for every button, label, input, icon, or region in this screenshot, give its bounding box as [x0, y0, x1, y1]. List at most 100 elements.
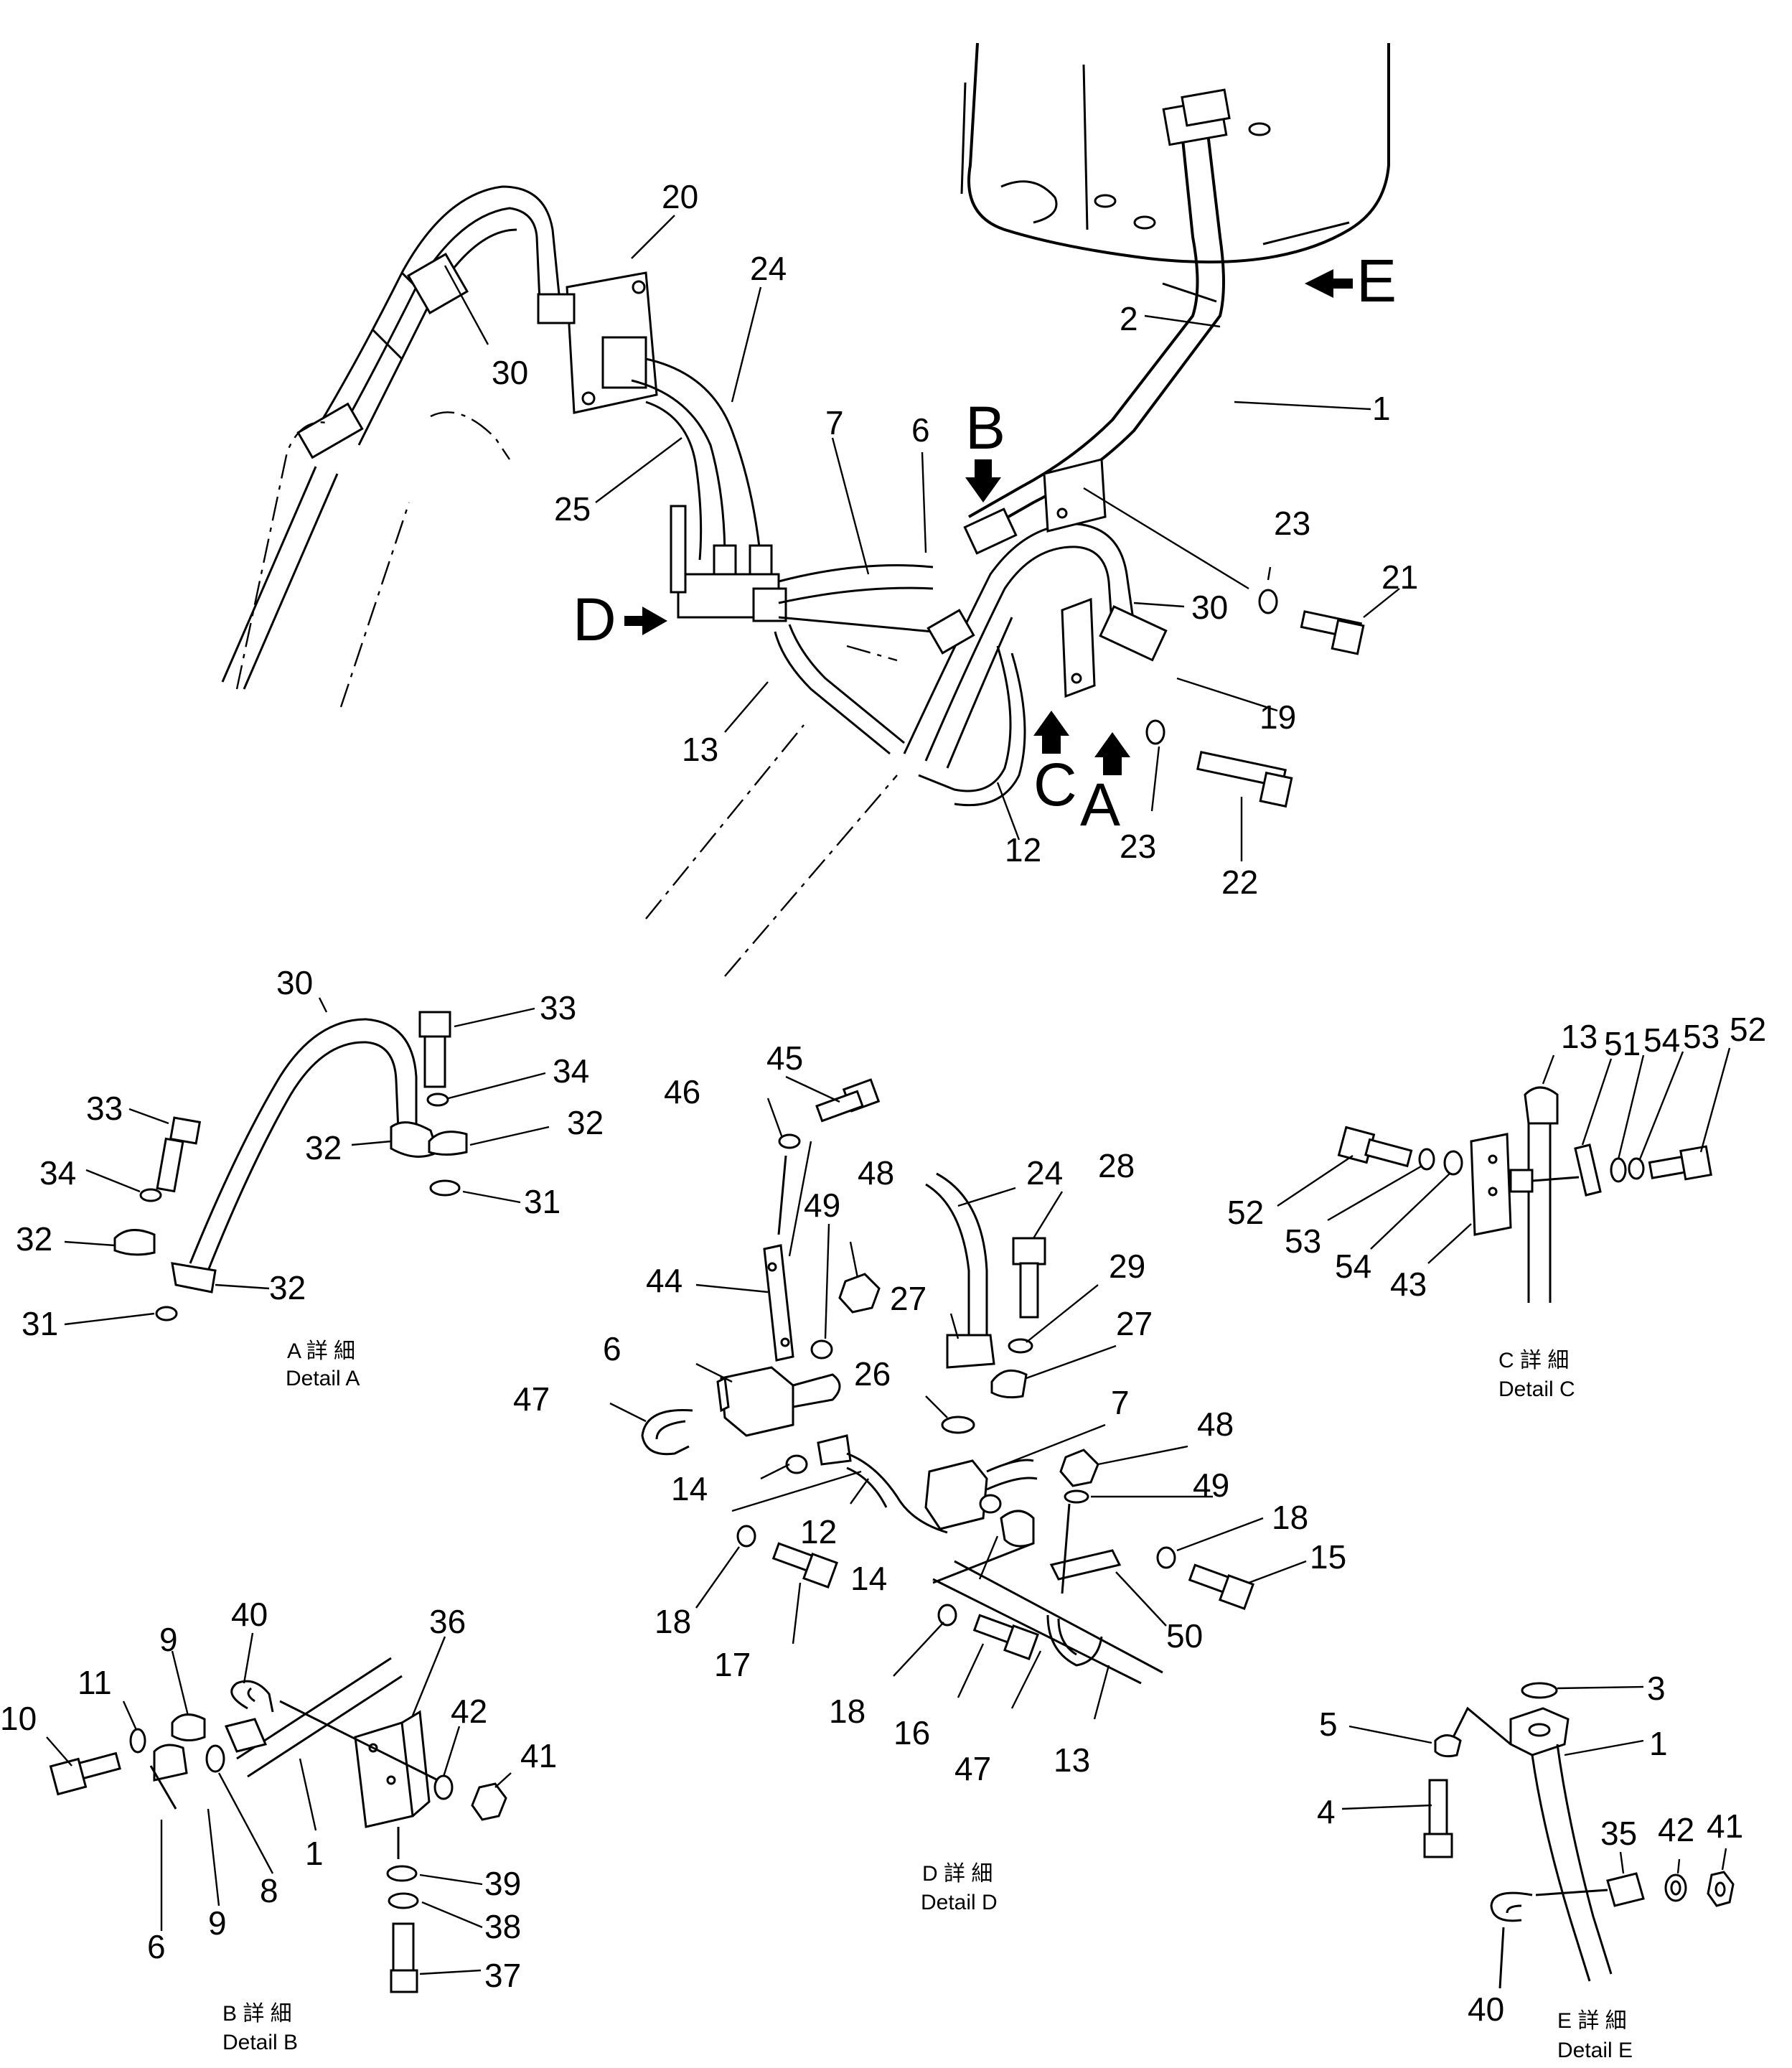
part-number-13: 13 — [682, 731, 718, 768]
detail-b-number-11: 11 — [78, 1664, 112, 1701]
detail-d-number-24: 24 — [1026, 1154, 1063, 1192]
detail-a-number-31-left: 31 — [22, 1305, 58, 1342]
detail-b-number-40: 40 — [231, 1596, 268, 1633]
part-number-1: 1 — [1372, 390, 1391, 427]
part-number-25: 25 — [554, 490, 591, 528]
detail-a-number-32-left: 32 — [16, 1220, 52, 1258]
frame-outlines — [221, 411, 898, 977]
part-number-6: 6 — [911, 411, 930, 449]
detail-c-caption-jp: C 詳 細 — [1498, 1349, 1569, 1372]
part-number-23-top: 23 — [1274, 505, 1310, 542]
part-number-2: 2 — [1120, 300, 1138, 337]
detail-a-number-32-bottom: 32 — [269, 1269, 306, 1306]
detail-a: 30 33 34 32 32 31 33 34 32 32 31 A 詳 細 D… — [16, 964, 604, 1390]
detail-a-caption-en: Detail A — [286, 1367, 360, 1390]
detail-d-number-6: 6 — [603, 1330, 621, 1367]
detail-e-number-35: 35 — [1600, 1815, 1637, 1852]
bracket-19 — [963, 458, 1107, 698]
detail-b-caption-en: Detail B — [222, 2031, 298, 2054]
detail-a-number-33-top: 33 — [540, 989, 576, 1026]
detail-b-number-9-top: 9 — [159, 1621, 178, 1658]
view-letter-c: C — [1033, 751, 1077, 818]
detail-a-number-30: 30 — [276, 964, 313, 1001]
main-leaders — [444, 215, 1400, 861]
detail-c: 13 51 54 53 52 52 53 54 43 C 詳 細 Detail … — [1227, 1011, 1766, 1401]
view-arrow-b: B — [965, 394, 1005, 502]
detail-e-number-4: 4 — [1317, 1793, 1336, 1830]
detail-d-number-27-right: 27 — [1116, 1305, 1153, 1342]
detail-d-number-45: 45 — [766, 1039, 803, 1077]
hydraulic-tank — [960, 42, 1390, 263]
part-number-12: 12 — [1005, 831, 1041, 869]
view-letter-b: B — [965, 394, 1005, 462]
detail-d-number-47-top: 47 — [513, 1380, 550, 1418]
detail-b-number-8: 8 — [260, 1872, 278, 1909]
detail-a-caption-jp: A 詳 細 — [287, 1339, 355, 1363]
detail-d-caption-en: Detail D — [921, 1891, 998, 1914]
detail-c-number-43: 43 — [1390, 1265, 1427, 1303]
view-arrow-d: D — [573, 586, 667, 653]
detail-d-number-44: 44 — [646, 1262, 682, 1299]
detail-c-number-52-left: 52 — [1227, 1194, 1264, 1231]
detail-a-number-34-right: 34 — [553, 1052, 589, 1090]
detail-d-number-26: 26 — [854, 1355, 891, 1393]
detail-b-number-38: 38 — [484, 1908, 521, 1945]
view-arrow-e: E — [1305, 247, 1397, 314]
detail-e-number-42: 42 — [1658, 1811, 1694, 1848]
detail-b-number-41: 41 — [520, 1737, 557, 1774]
part-number-30-right: 30 — [1191, 589, 1228, 626]
detail-c-number-52-top: 52 — [1730, 1011, 1766, 1048]
bolt-21 — [1258, 589, 1365, 655]
detail-b-number-36: 36 — [429, 1603, 466, 1640]
left-hoses — [296, 185, 561, 459]
detail-d-number-7: 7 — [1111, 1384, 1130, 1421]
view-arrow-c: C — [1033, 711, 1077, 818]
main-assembly: E B D C A — [221, 42, 1418, 977]
detail-d-number-18-bottom: 18 — [829, 1693, 865, 1730]
detail-d-number-15: 15 — [1310, 1538, 1346, 1576]
detail-d-number-48-bottom: 48 — [1197, 1405, 1234, 1443]
view-letter-a: A — [1080, 771, 1120, 838]
detail-c-number-51: 51 — [1604, 1025, 1641, 1062]
detail-b-number-6: 6 — [147, 1928, 166, 1965]
view-arrow-a: A — [1080, 732, 1130, 838]
detail-d-number-49-top: 49 — [804, 1187, 840, 1224]
detail-b-number-9-bottom: 9 — [208, 1904, 227, 1942]
detail-d-number-29: 29 — [1109, 1248, 1145, 1285]
detail-d-number-50: 50 — [1166, 1617, 1203, 1655]
hose-30-right — [903, 523, 1168, 769]
part-number-22: 22 — [1221, 864, 1258, 901]
view-letter-e: E — [1356, 247, 1397, 314]
detail-d-number-12: 12 — [800, 1513, 837, 1550]
detail-d-number-16: 16 — [893, 1714, 930, 1751]
valve-block-d — [670, 505, 934, 755]
part-number-19: 19 — [1259, 698, 1296, 736]
bolt-22 — [1145, 719, 1293, 808]
detail-c-number-54-top: 54 — [1643, 1021, 1680, 1059]
detail-c-caption-en: Detail C — [1498, 1377, 1575, 1401]
detail-d-number-18-left: 18 — [655, 1603, 691, 1640]
part-number-20: 20 — [662, 178, 698, 215]
detail-d-number-14-left: 14 — [671, 1470, 708, 1507]
detail-d-number-28: 28 — [1098, 1147, 1135, 1184]
detail-d-number-13: 13 — [1054, 1741, 1090, 1779]
part-number-21: 21 — [1381, 558, 1418, 596]
detail-d-caption-jp: D 詳 細 — [922, 1862, 993, 1886]
detail-d-number-14-mid: 14 — [850, 1560, 887, 1597]
detail-c-number-54-left: 54 — [1335, 1248, 1371, 1285]
bracket-20 — [537, 271, 658, 414]
part-number-24: 24 — [750, 250, 787, 287]
detail-d-number-46: 46 — [664, 1073, 700, 1110]
detail-b-number-1: 1 — [305, 1835, 324, 1872]
detail-e-number-41: 41 — [1707, 1807, 1743, 1845]
detail-a-number-32-mid: 32 — [305, 1129, 342, 1166]
detail-a-number-33-left: 33 — [86, 1090, 123, 1127]
part-number-7: 7 — [825, 404, 844, 441]
part-number-23-bottom: 23 — [1120, 828, 1156, 865]
detail-d-number-49-bottom: 49 — [1193, 1466, 1229, 1504]
detail-d-number-18-right: 18 — [1272, 1499, 1308, 1536]
detail-a-number-32-right: 32 — [567, 1104, 604, 1141]
detail-b-number-39: 39 — [484, 1865, 521, 1902]
detail-d-number-48-top: 48 — [858, 1154, 894, 1192]
detail-b: 40 36 9 11 10 42 41 1 8 9 6 39 38 37 B 詳… — [0, 1596, 557, 2054]
